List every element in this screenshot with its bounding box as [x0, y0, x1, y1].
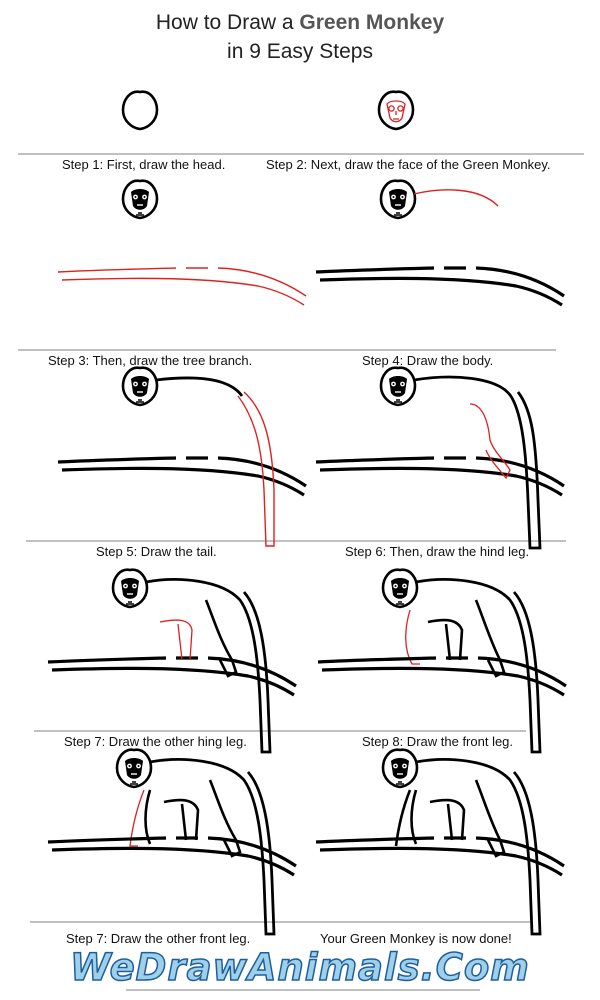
step-9-caption: Step 7: Draw the other front leg. — [66, 931, 251, 946]
step-10-caption: Your Green Monkey is now done! — [320, 931, 512, 946]
step-1-caption: Step 1: First, draw the head. — [62, 157, 226, 172]
step-4-caption: Step 4: Draw the body. — [362, 353, 494, 368]
step-7-caption: Step 7: Draw the other hing leg. — [64, 734, 247, 749]
step-2-caption: Step 2: Next, draw the face of the Green… — [266, 157, 551, 172]
site-logo: WeDrawAnimals.Com — [0, 945, 600, 990]
step-5-caption: Step 5: Draw the tail. — [96, 544, 217, 559]
step-8-caption: Step 8: Draw the front leg. — [362, 734, 514, 749]
step-3-caption: Step 3: Then, draw the tree branch. — [48, 353, 253, 368]
title-prefix: How to Draw a — [155, 11, 300, 34]
site-logo-text: WeDrawAnimals.Com — [69, 945, 530, 990]
title-subtitle: in 9 Easy Steps — [227, 40, 373, 63]
step-6-caption: Step 6: Then, draw the hind leg. — [345, 544, 530, 559]
title-animal-name: Green Monkey — [299, 11, 445, 34]
page-title: How to Draw a Green Monkey in 9 Easy Ste… — [0, 8, 600, 66]
